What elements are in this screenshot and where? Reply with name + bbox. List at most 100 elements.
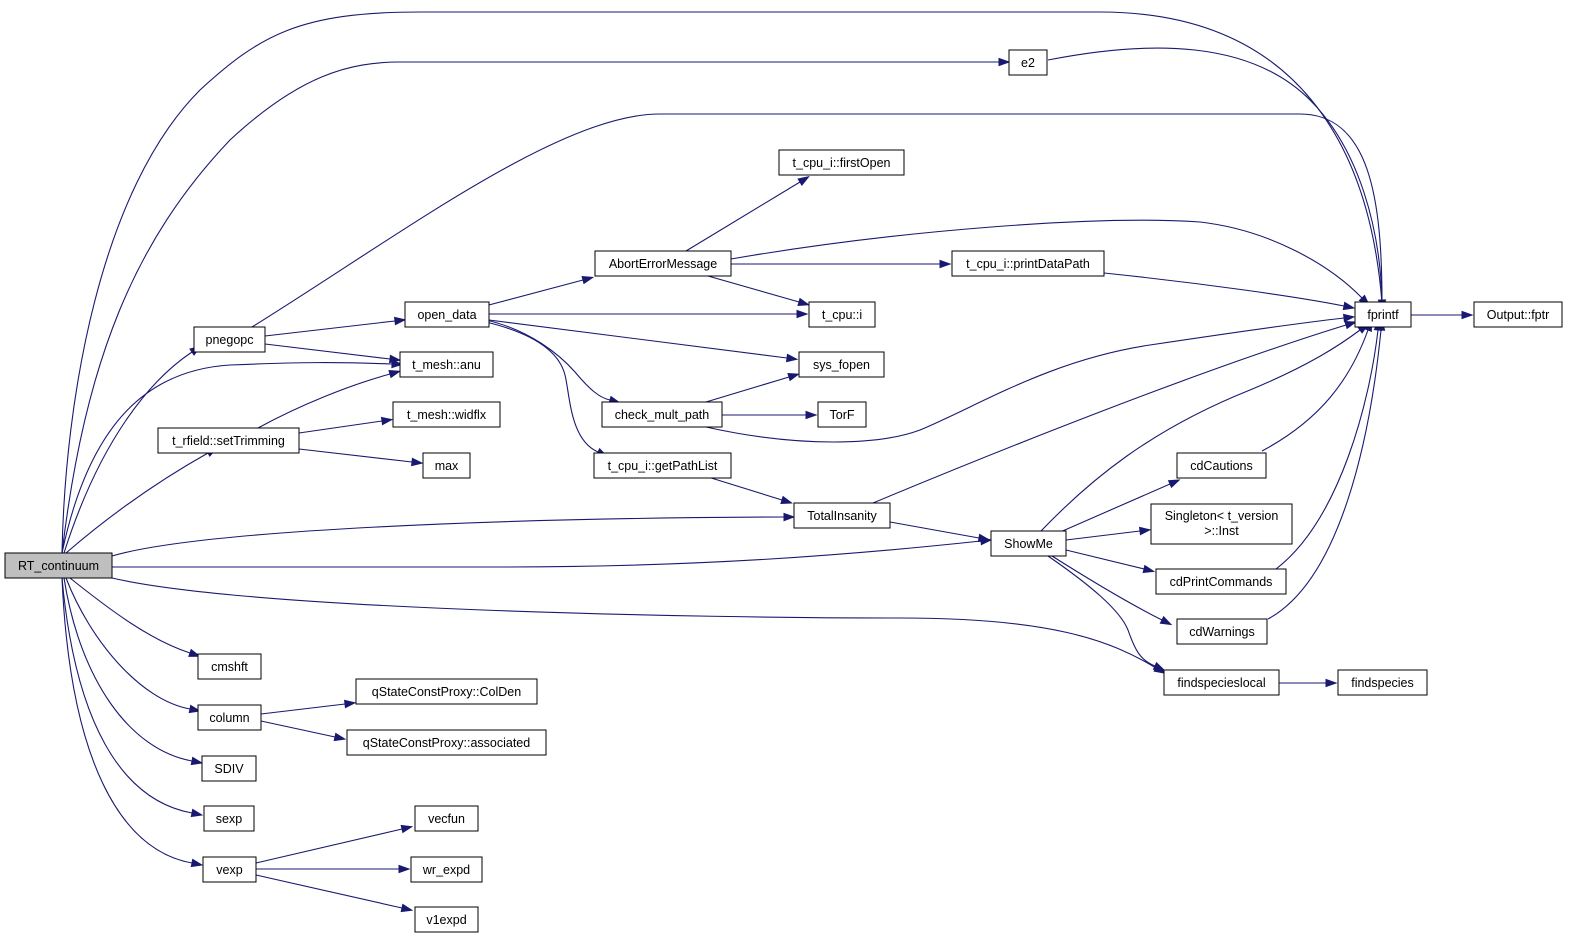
edge-open_data-sys_fopen [488,319,799,363]
node-totalinsanity[interactable]: TotalInsanity [793,502,891,529]
node-sys-fopen[interactable]: sys_fopen [798,351,885,378]
node-open-data[interactable]: open_data [404,301,490,328]
node-qstate-colden[interactable]: qStateConstProxy::ColDen [355,678,538,705]
node-vecfun[interactable]: vecfun [414,805,479,832]
arrowhead [1152,661,1166,671]
node-cdcautions[interactable]: cdCautions [1176,452,1267,479]
node-label-open-data: open_data [417,308,476,322]
arrowhead [394,316,407,326]
node-qstate-associated[interactable]: qStateConstProxy::associated [346,729,547,756]
edge-findspecieslocal-findspecies [1279,678,1338,688]
node-v1expd[interactable]: v1expd [414,906,479,933]
node-label-pnegopc: pnegopc [206,333,254,347]
node-wr-expd[interactable]: wr_expd [410,856,483,883]
arrowhead [398,864,411,874]
node-label-e2: e2 [1021,56,1035,70]
node-sexp[interactable]: sexp [203,805,255,832]
node-label-v1expd: v1expd [426,913,466,927]
arrowhead [188,648,201,657]
node-t-rfield-settrimming[interactable]: t_rfield::setTrimming [157,427,300,454]
node-t-mesh-anu[interactable]: t_mesh::anu [399,351,494,378]
edge-check_mult_path-fprintf [705,313,1356,443]
arrowhead [787,373,800,382]
node-label-rt-continuum: RT_continuum [18,559,99,573]
node-findspecieslocal[interactable]: findspecieslocal [1163,669,1280,696]
node-label-vexp: vexp [216,863,242,877]
node-label-sys-fopen: sys_fopen [813,358,870,372]
node-cmshft[interactable]: cmshft [197,653,262,680]
node-label-vecfun: vecfun [428,812,465,826]
edge-totalinsanity-fprintf [872,321,1357,504]
edge-rt_continuum-t_mesh_anu [61,359,404,554]
node-t-cpu-i-getpathlist[interactable]: t_cpu_i::getPathList [593,452,732,479]
arrowhead [783,512,796,522]
node-vexp[interactable]: vexp [202,856,257,883]
edge-rt_continuum-t_rfield_settrimming [65,447,218,554]
node-torf[interactable]: TorF [817,401,867,428]
edge-showme-singleton_inst [1065,526,1152,541]
node-pnegopc[interactable]: pnegopc [193,326,266,353]
node-e2[interactable]: e2 [1008,49,1048,76]
node-label-t-mesh-anu: t_mesh::anu [412,358,481,372]
edge-rt_continuum-column [65,577,202,714]
node-label-cmshft: cmshft [211,660,248,674]
node-sdiv[interactable]: SDIV [201,755,257,782]
edge-column-qstate_colden [260,699,357,715]
arrowhead [343,699,357,709]
arrowhead [190,756,204,766]
arrowhead [388,354,402,364]
edge-t_rfield_settrimming-t_mesh_widflx [298,416,394,434]
node-t-cpu-i[interactable]: t_cpu::i [808,301,876,328]
edge-check_mult_path-torf [722,410,818,420]
node-cdprintcommands[interactable]: cdPrintCommands [1155,568,1287,595]
node-label-cdprintcommands: cdPrintCommands [1170,575,1273,589]
node-aborterrormessage[interactable]: AbortErrorMessage [594,250,732,277]
node-singleton-inst[interactable]: Singleton< t_version >::Inst [1150,503,1293,545]
edge-vexp-wr_expd [256,864,411,874]
node-label-wr-expd: wr_expd [422,863,470,877]
node-findspecies[interactable]: findspecies [1337,669,1428,696]
node-label-t-cpu-i-printdatapath: t_cpu_i::printDataPath [966,257,1090,271]
arrowhead [939,259,952,269]
edge-rt_continuum-vexp [61,577,204,868]
edge-t_rfield_settrimming-max [298,448,424,467]
node-showme[interactable]: ShowMe [990,530,1067,557]
node-output-fptr[interactable]: Output::fptr [1473,301,1563,328]
edge-rt_continuum-findspecieslocal [111,577,1166,674]
node-rt-continuum[interactable]: RT_continuum [4,552,113,579]
arrowhead [190,808,204,818]
arrowhead [581,275,595,285]
node-label-qstate-colden: qStateConstProxy::ColDen [372,685,521,699]
node-label-t-rfield-settrimming: t_rfield::setTrimming [172,434,285,448]
edge-aborterrormessage-t_cpu_i_firstopen [685,176,810,252]
node-label-t-cpu-i-getpathlist: t_cpu_i::getPathList [608,459,718,473]
edge-aborterrormessage-t_cpu_i [707,275,811,307]
edge-rt_continuum-cmshft [69,577,201,657]
node-fprintf[interactable]: fprintf [1354,301,1412,328]
node-label-column: column [209,711,249,725]
node-label-cdwarnings: cdWarnings [1189,625,1255,639]
node-max[interactable]: max [422,452,471,479]
edge-rt_continuum-showme [112,536,993,568]
arrowhead [1138,526,1152,536]
node-t-cpu-i-firstopen[interactable]: t_cpu_i::firstOpen [778,149,905,176]
node-column[interactable]: column [197,704,262,731]
node-label-aborterrormessage: AbortErrorMessage [609,257,717,271]
node-label-findspecies: findspecies [1351,676,1414,690]
node-t-mesh-widflx[interactable]: t_mesh::widflx [392,401,501,428]
node-cdwarnings[interactable]: cdWarnings [1176,618,1268,645]
edge-showme-cdprintcommands [1065,549,1156,574]
edge-open_data-t_cpu_i [489,309,809,319]
node-label-singleton-inst-line2: >::Inst [1204,524,1239,538]
arrowhead [1343,313,1356,323]
arrowhead [400,824,414,834]
edge-rt_continuum-totalinsanity [111,512,796,557]
edge-showme-fprintf [1040,323,1370,532]
arrowhead [1142,564,1156,574]
node-t-cpu-i-printdatapath[interactable]: t_cpu_i::printDataPath [951,250,1105,277]
edge-pnegopc-open_data [264,316,407,337]
edge-rt_continuum-sdiv [63,577,204,766]
node-check-mult-path[interactable]: check_mult_path [601,401,723,428]
arrowhead [388,369,402,379]
edge-rt_continuum-e2 [61,57,1011,554]
